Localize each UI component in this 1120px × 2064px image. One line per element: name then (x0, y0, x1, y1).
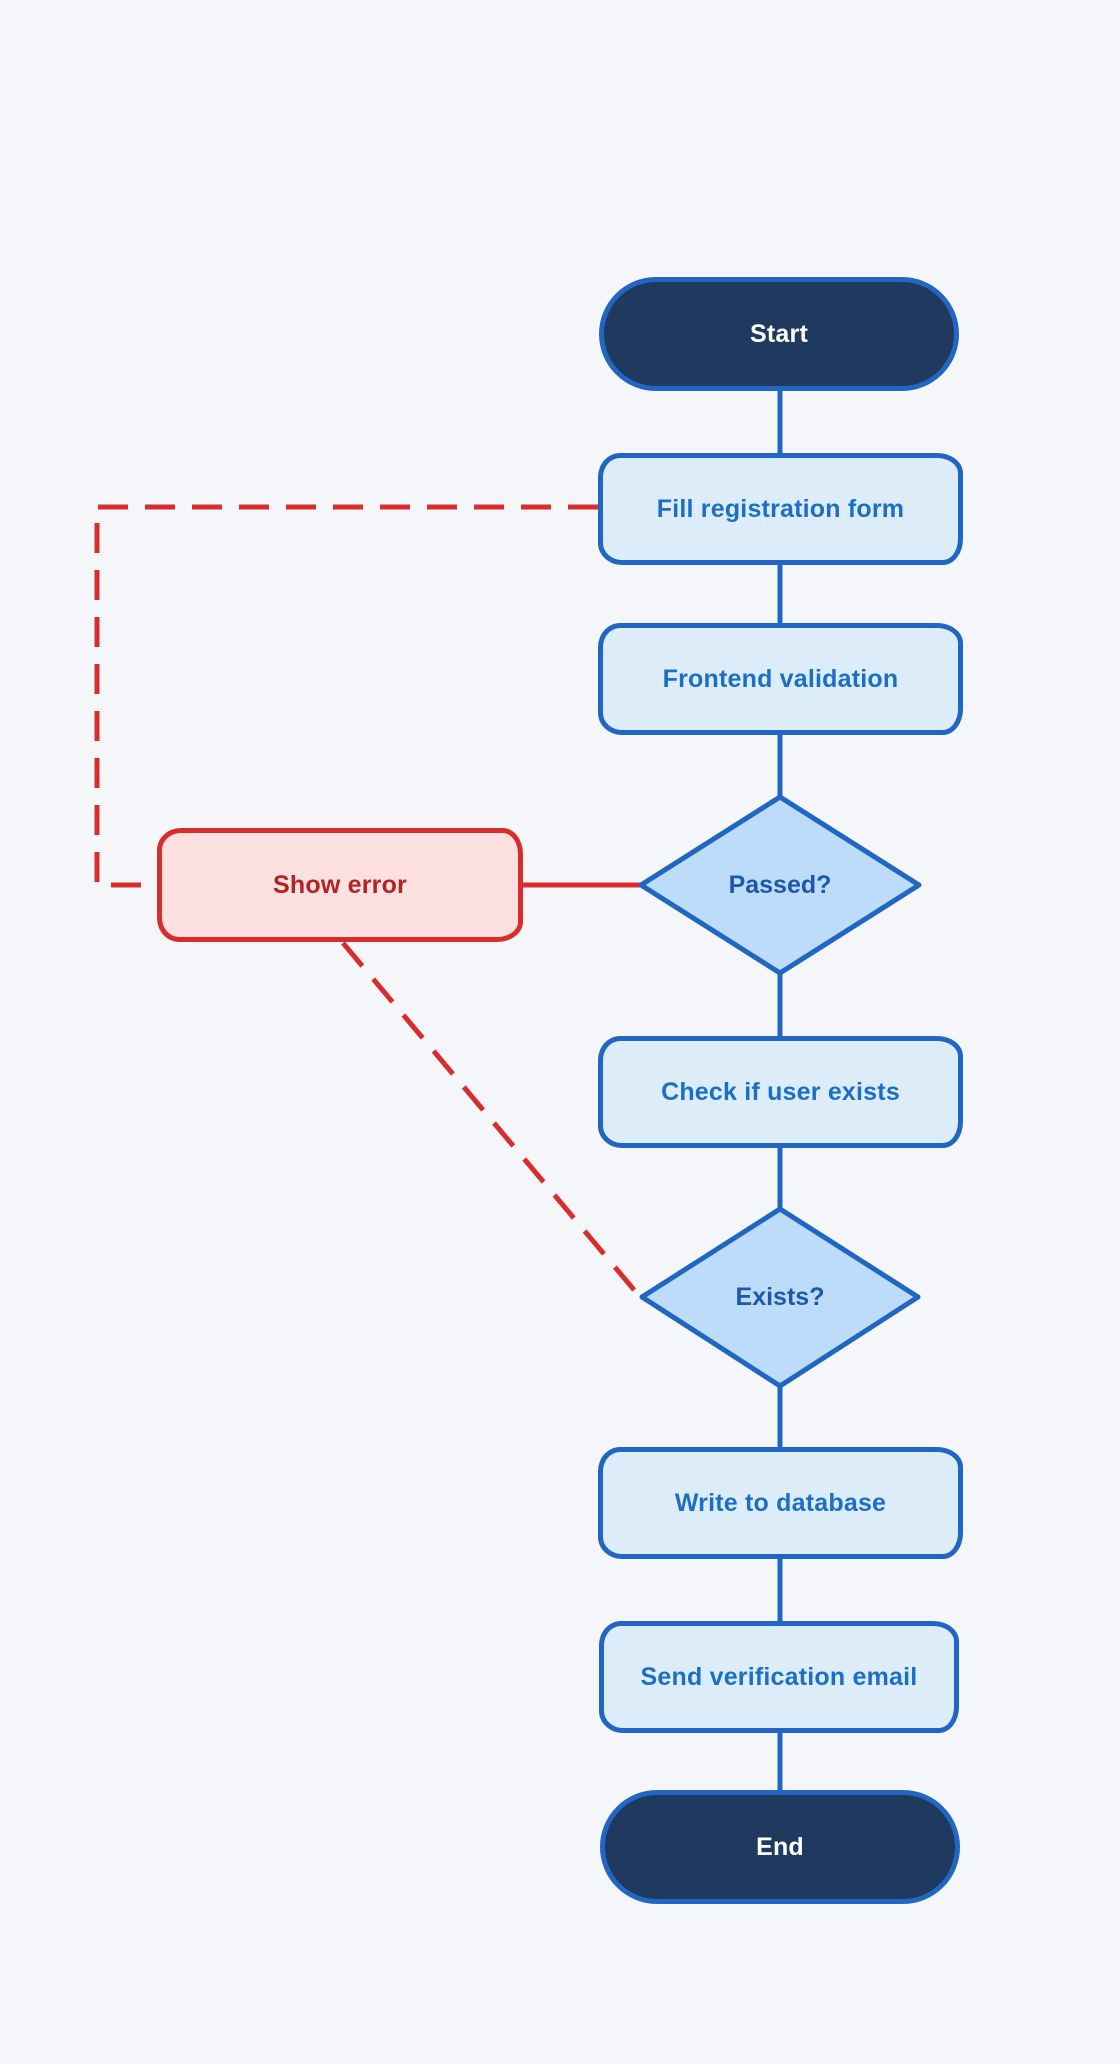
node-check-if-user-exists-label: Check if user exists (661, 1077, 900, 1106)
node-check-if-user-exists[interactable]: Check if user exists (598, 1036, 963, 1148)
edge-exists-show-error (341, 941, 642, 1299)
node-write-to-database-label: Write to database (674, 1488, 887, 1517)
node-fill-registration-form-label: Fill registration form (656, 494, 905, 523)
node-show-error-label: Show error (273, 870, 407, 899)
node-end-label: End (756, 1832, 804, 1861)
node-send-verification-email[interactable]: Send verification email (599, 1621, 959, 1733)
edge-show-error-fill-form (94, 504, 598, 888)
node-start-label: Start (750, 319, 808, 348)
node-end[interactable]: End (600, 1790, 960, 1904)
node-write-to-database[interactable]: Write to database (598, 1447, 963, 1559)
node-send-verification-email-label: Send verification email (640, 1662, 918, 1691)
node-exists-shape[interactable] (639, 1206, 921, 1389)
node-show-error[interactable]: Show error (157, 828, 523, 942)
node-start[interactable]: Start (599, 277, 959, 391)
node-frontend-validation[interactable]: Frontend validation (598, 623, 963, 735)
node-passed-shape[interactable] (638, 794, 922, 976)
node-fill-registration-form[interactable]: Fill registration form (598, 453, 963, 565)
node-frontend-validation-label: Frontend validation (662, 664, 899, 693)
